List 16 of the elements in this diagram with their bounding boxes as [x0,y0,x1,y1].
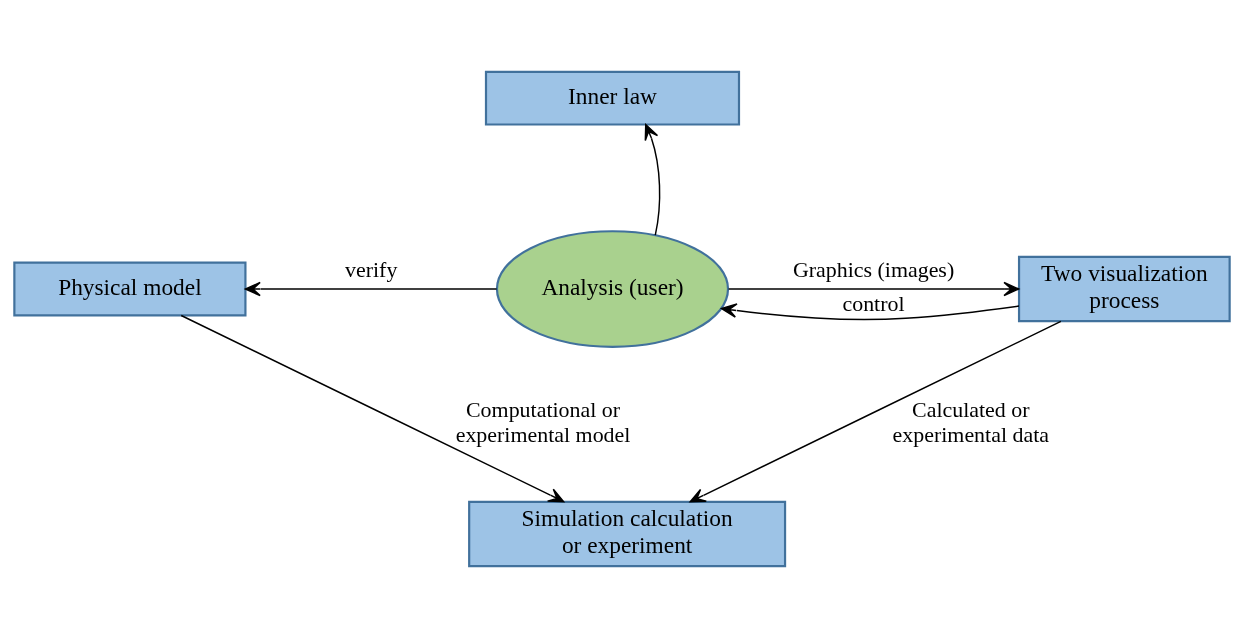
node-box: Physical model [13,261,247,316]
arrow [720,302,1020,320]
edge-label: Computational or experimental model [455,396,631,447]
edge-label: Graphics (images) [792,256,955,282]
arrow [244,281,498,296]
edge-label: control [842,290,905,316]
edge-label: Calculated or experimental data [892,396,1049,447]
node-box: Two visualization process [1017,255,1231,322]
arrow [727,281,1020,296]
node-box: Simulation calculation or experiment [468,500,787,567]
arrow [644,123,661,236]
arrow [180,314,565,502]
node-box: Inner law [484,70,741,126]
node-ellipse: Analysis (user) [495,229,730,348]
edge-label: verify [345,256,398,282]
arrow [689,320,1062,503]
